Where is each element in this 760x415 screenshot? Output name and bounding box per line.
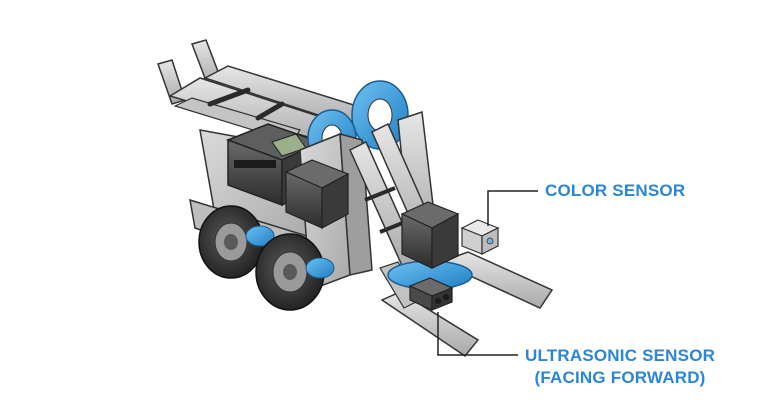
ultrasonic-sensor-label: ULTRASONIC SENSOR (FACING FORWARD) (525, 345, 715, 389)
wheel-front (255, 233, 325, 311)
blue-roller-top (351, 80, 409, 150)
ultrasonic-label-line1: ULTRASONIC SENSOR (525, 346, 716, 365)
color-sensor-callout-line (487, 190, 538, 226)
color-sensor-label: COLOR SENSOR (545, 181, 686, 200)
motor-block (284, 159, 350, 230)
ultrasonic-sensor (408, 277, 454, 311)
ultrasonic-label-line2: (FACING FORWARD) (534, 368, 706, 387)
wheel-front-hub-blue (305, 257, 335, 279)
ultrasonic-callout-line (437, 312, 518, 356)
smart-motor-front (400, 201, 460, 269)
wheel-rear (198, 205, 264, 279)
color-sensor (460, 219, 500, 255)
wheel-rear-hub-blue (245, 225, 275, 247)
